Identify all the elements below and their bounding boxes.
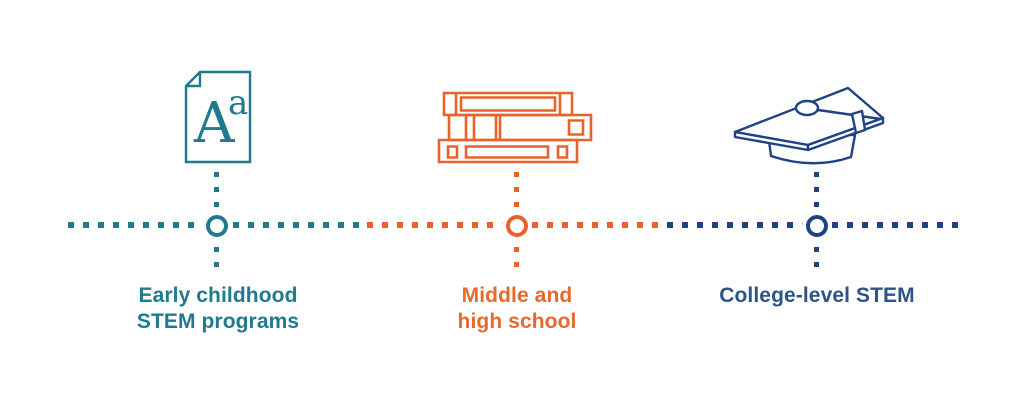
timeline-label-early: Early childhood STEM programs — [137, 283, 299, 335]
timeline-label-college: College-level STEM — [719, 283, 915, 309]
timeline-label-middle: Middle and high school — [458, 283, 577, 335]
timeline-node-middle — [506, 215, 528, 237]
document-page-outline — [186, 72, 250, 162]
label-line: Middle and — [461, 284, 573, 307]
books-stack-icon — [437, 88, 597, 164]
document-lowercase-letter: a — [228, 83, 248, 123]
timeline-node-college — [806, 215, 828, 237]
graduation-cap-icon — [733, 74, 891, 169]
connector-bottom-middle — [514, 247, 519, 269]
document-folded-corner — [186, 72, 200, 86]
book-bottom-emblem-left — [448, 147, 457, 158]
timeline-node-early — [206, 215, 228, 237]
connector-top-college — [814, 172, 819, 208]
cap-cord — [818, 110, 881, 119]
document-capital-letter: A — [193, 91, 235, 156]
book-top-label — [461, 98, 555, 111]
book-middle-emblem — [569, 121, 583, 135]
label-line: College-level STEM — [719, 284, 915, 307]
label-line: high school — [457, 310, 577, 333]
document-aa-icon: A a — [183, 69, 253, 165]
book-bottom-emblem-right — [558, 147, 567, 158]
connector-bottom-early — [214, 247, 219, 269]
cap-tassel — [852, 111, 865, 133]
cap-button — [796, 101, 818, 115]
label-line: Early childhood — [138, 284, 298, 307]
book-bottom-label — [466, 147, 548, 158]
connector-top-early — [214, 172, 219, 208]
connector-top-middle — [514, 172, 519, 208]
connector-bottom-college — [814, 247, 819, 269]
label-line: STEM programs — [136, 310, 300, 333]
book-bottom — [439, 140, 577, 162]
